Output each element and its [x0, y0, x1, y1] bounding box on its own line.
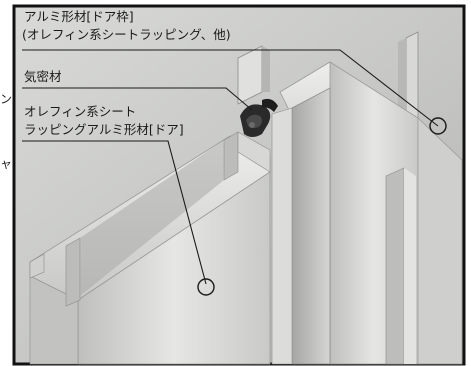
callout-door-circle	[197, 278, 215, 296]
label-door-line2: ラッピングアルミ形材[ドア]	[24, 122, 184, 137]
leader-airtight	[22, 87, 253, 111]
label-airtight: 気密材	[24, 69, 62, 84]
frame-profile	[237, 31, 463, 365]
edge-fragment-top: ン	[0, 92, 13, 106]
callout-frame-circle	[429, 117, 447, 135]
label-frame-line2: (オレフィン系シートラッピング、他)	[22, 27, 231, 42]
label-door-line1: オレフィン系シート	[24, 104, 137, 119]
label-frame-line1: アルミ形材[ドア枠]	[24, 9, 134, 24]
leader-door	[22, 140, 207, 285]
leader-frame	[22, 49, 439, 127]
edge-fragment-mid: ャ	[0, 157, 13, 171]
airtight-seal	[240, 98, 278, 137]
leader-lines	[22, 49, 439, 285]
door-profile	[29, 131, 271, 365]
